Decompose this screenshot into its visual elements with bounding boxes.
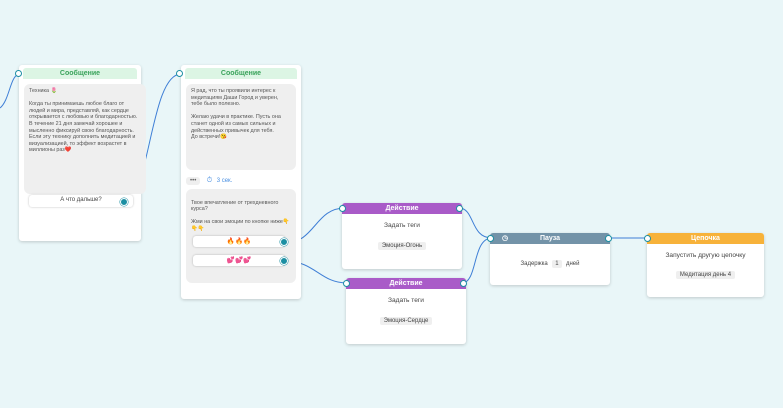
typing-delay-row: ••• ⏱ 3 сек. (186, 169, 286, 185)
action-node-1[interactable]: Действие Задать теги Эмоция-Огонь (342, 203, 462, 269)
tag-row: Эмоция-Огонь (342, 234, 462, 252)
input-port-chain[interactable] (644, 235, 651, 242)
output-port-heart[interactable] (280, 257, 288, 265)
pause-node[interactable]: ◷ Пауза Задержка 1 дней (490, 233, 610, 285)
message-text-bubble: Я рад, что ты проявили интерес к медитац… (186, 84, 296, 170)
input-port-action1[interactable] (339, 205, 346, 212)
input-port-action2[interactable] (343, 280, 350, 287)
question-text: Твое впечатление от трехдневного курса? … (191, 199, 290, 232)
message-node-header: Сообщение (185, 68, 297, 79)
input-port-message2[interactable] (176, 70, 183, 77)
delay-unit: дней (565, 261, 580, 267)
wire-incoming-message1 (0, 73, 21, 109)
input-port-message1[interactable] (15, 70, 22, 77)
output-port-fire[interactable] (280, 238, 288, 246)
chain-node-header: Цепочка (647, 233, 764, 244)
pause-node-header: ◷ Пауза (490, 233, 610, 244)
action-node-header: Действие (342, 203, 462, 214)
tag-row: Медитация день 4 (647, 263, 764, 281)
typing-dots: ••• (186, 177, 201, 185)
message-node-1[interactable]: Сообщение Техника 🌷 Когда ты принимаешь … (19, 65, 146, 241)
wire-action2-to-pause (461, 237, 493, 284)
tag-row: Эмоция-Сердце (346, 309, 466, 327)
message-node-header: Сообщение (23, 68, 137, 79)
message-text-bubble: Техника 🌷 Когда ты принимаешь любое благ… (24, 84, 146, 194)
tag-chip: Эмоция-Огонь (377, 242, 427, 250)
action-label: Задать теги (383, 222, 420, 229)
chain-name-chip: Медитация день 4 (675, 271, 736, 279)
wire-action1-to-pause (458, 207, 493, 239)
tag-chip: Эмоция-Сердце (379, 317, 433, 325)
output-port-action1[interactable] (456, 205, 463, 212)
reply-button-what-next[interactable]: А что дальше? (29, 195, 133, 207)
input-port-pause[interactable] (487, 235, 494, 242)
action-node-2[interactable]: Действие Задать теги Эмоция-Сердце (346, 278, 466, 344)
message-node-2[interactable]: Сообщение Я рад, что ты проявили интерес… (181, 65, 301, 299)
reply-button-heart[interactable]: 💕💕💕 (193, 255, 285, 266)
delay-value: 3 сек. (216, 178, 233, 184)
stopwatch-icon: ⏱ (206, 177, 213, 184)
action-node-header: Действие (346, 278, 466, 289)
action-label: Задать теги (387, 297, 424, 304)
delay-row: Задержка 1 дней (490, 252, 610, 270)
pause-title: Пауза (539, 235, 560, 242)
delay-prefix: Задержка (520, 261, 548, 267)
output-port-pause[interactable] (605, 235, 612, 242)
chain-label: Запустить другую цепочку (665, 252, 746, 259)
chain-node[interactable]: Цепочка Запустить другую цепочку Медитац… (647, 233, 764, 297)
clock-icon: ◷ (502, 235, 509, 242)
reply-button-fire[interactable]: 🔥🔥🔥 (193, 236, 285, 247)
delay-amount: 1 (552, 260, 562, 268)
output-port-action2[interactable] (460, 280, 467, 287)
output-port[interactable] (120, 198, 128, 206)
